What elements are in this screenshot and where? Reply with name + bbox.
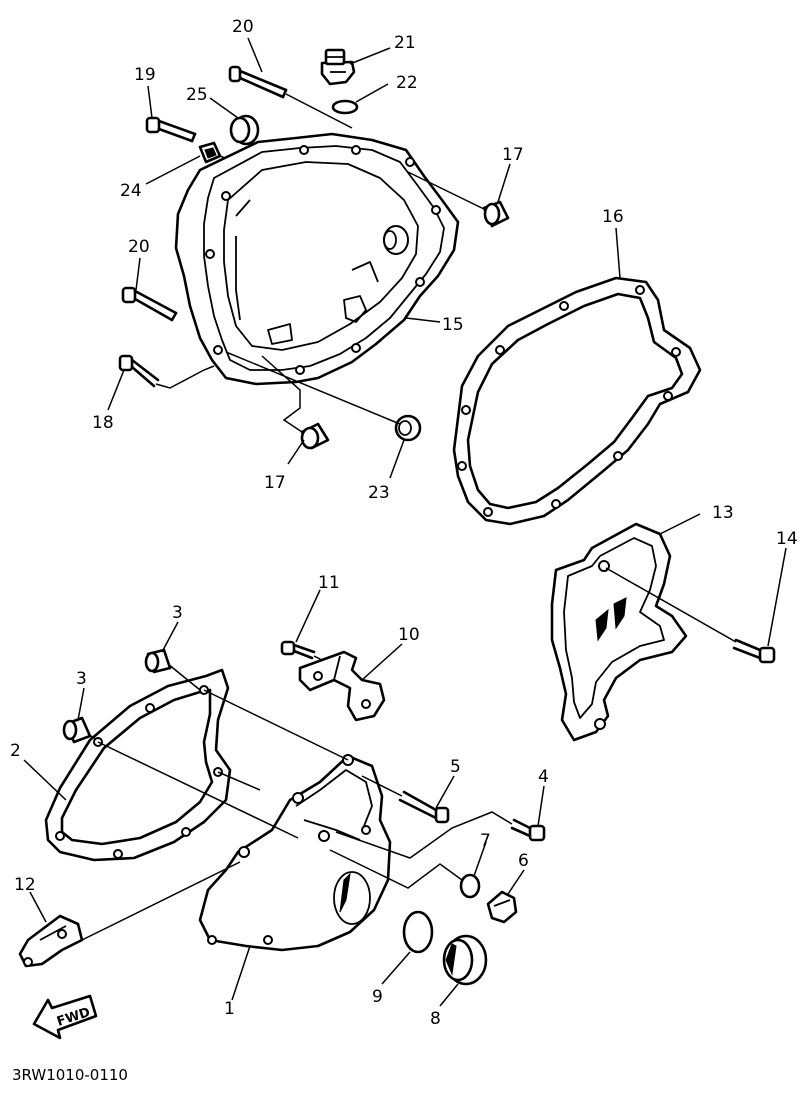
fwd-arrow-icon: FWD bbox=[32, 994, 98, 1040]
callout-15: 15 bbox=[442, 315, 464, 335]
callout-10: 10 bbox=[398, 625, 420, 645]
leader-3-upper bbox=[167, 663, 201, 691]
callout-3-lower: 3 bbox=[76, 669, 87, 689]
part-24-damper bbox=[198, 141, 222, 164]
leader-gasket-cover-a bbox=[203, 689, 349, 761]
callout-14: 14 bbox=[776, 529, 798, 549]
part-11-bolt bbox=[280, 640, 316, 660]
part-3-dowel-upper bbox=[144, 648, 172, 674]
part-20-bolt-upper bbox=[228, 65, 288, 99]
callout-24: 24 bbox=[120, 181, 142, 201]
callout-17-upper: 17 bbox=[502, 145, 524, 165]
callout-12: 12 bbox=[14, 875, 36, 895]
callout-labels: 20 21 19 25 22 17 24 16 20 15 18 17 23 1… bbox=[10, 17, 798, 1029]
leader-17-upper bbox=[407, 171, 487, 211]
callout-9: 9 bbox=[372, 987, 383, 1007]
callout-1: 1 bbox=[224, 999, 235, 1019]
callout-19: 19 bbox=[134, 65, 156, 85]
part-13-sprocket-cover bbox=[550, 522, 688, 742]
leader-5 bbox=[361, 775, 403, 797]
callout-22: 22 bbox=[396, 73, 418, 93]
callout-23: 23 bbox=[368, 483, 390, 503]
callout-20-lower: 20 bbox=[128, 237, 150, 257]
callout-11: 11 bbox=[318, 573, 340, 593]
leader-20-upper bbox=[285, 93, 353, 129]
part-16-gasket bbox=[452, 276, 702, 526]
callout-20-upper: 20 bbox=[232, 17, 254, 37]
leader-12 bbox=[81, 861, 241, 941]
callout-5: 5 bbox=[450, 757, 461, 777]
part-17-dowel-lower bbox=[300, 422, 330, 450]
part-15-crankcase-cover bbox=[174, 132, 460, 386]
part-21-filler-plug bbox=[320, 48, 356, 86]
part-12-clamp bbox=[18, 914, 84, 968]
leader-18 bbox=[155, 365, 215, 389]
part-22-o-ring bbox=[331, 99, 359, 115]
leader-17-lower bbox=[261, 355, 303, 433]
callout-21: 21 bbox=[394, 33, 416, 53]
callout-6: 6 bbox=[518, 851, 529, 871]
part-20-bolt-lower bbox=[121, 286, 178, 322]
leader-7 bbox=[329, 849, 463, 889]
callout-18: 18 bbox=[92, 413, 114, 433]
part-19-bolt bbox=[145, 116, 197, 143]
leader-15 bbox=[405, 317, 441, 323]
reference-code: 3RW1010-0110 bbox=[12, 1066, 128, 1084]
leader-gasket-cover-c bbox=[217, 771, 261, 791]
part-3-dowel-lower bbox=[62, 716, 92, 744]
part-7-o-ring bbox=[459, 873, 481, 899]
part-2-gasket bbox=[44, 668, 232, 862]
callout-leaders bbox=[23, 37, 787, 1007]
callout-8: 8 bbox=[430, 1009, 441, 1029]
part-18-bolt bbox=[118, 354, 160, 388]
callout-2: 2 bbox=[10, 741, 21, 761]
callout-16: 16 bbox=[602, 207, 624, 227]
callout-13: 13 bbox=[712, 503, 734, 523]
part-14-bolt bbox=[732, 638, 776, 664]
leader-13 bbox=[659, 513, 701, 535]
callout-3-upper: 3 bbox=[172, 603, 183, 623]
leader-23 bbox=[225, 351, 401, 425]
part-25-collar bbox=[229, 114, 260, 146]
part-23-seal bbox=[394, 414, 422, 442]
leader-14 bbox=[605, 567, 737, 643]
part-8-cap bbox=[442, 934, 488, 986]
callout-4: 4 bbox=[538, 767, 549, 787]
part-17-dowel-upper bbox=[482, 200, 510, 228]
part-6-plug bbox=[486, 890, 518, 924]
callout-7: 7 bbox=[480, 831, 491, 851]
part-9-o-ring bbox=[402, 910, 434, 954]
part-4-bolt bbox=[510, 818, 546, 842]
part-5-bolt bbox=[398, 790, 450, 824]
leader-gasket-cover-b bbox=[97, 741, 299, 839]
callout-17-lower: 17 bbox=[264, 473, 286, 493]
leader-4 bbox=[335, 811, 513, 859]
callout-25: 25 bbox=[186, 85, 208, 105]
part-10-bracket bbox=[298, 650, 386, 722]
part-1-crankcase-cover bbox=[198, 754, 392, 952]
